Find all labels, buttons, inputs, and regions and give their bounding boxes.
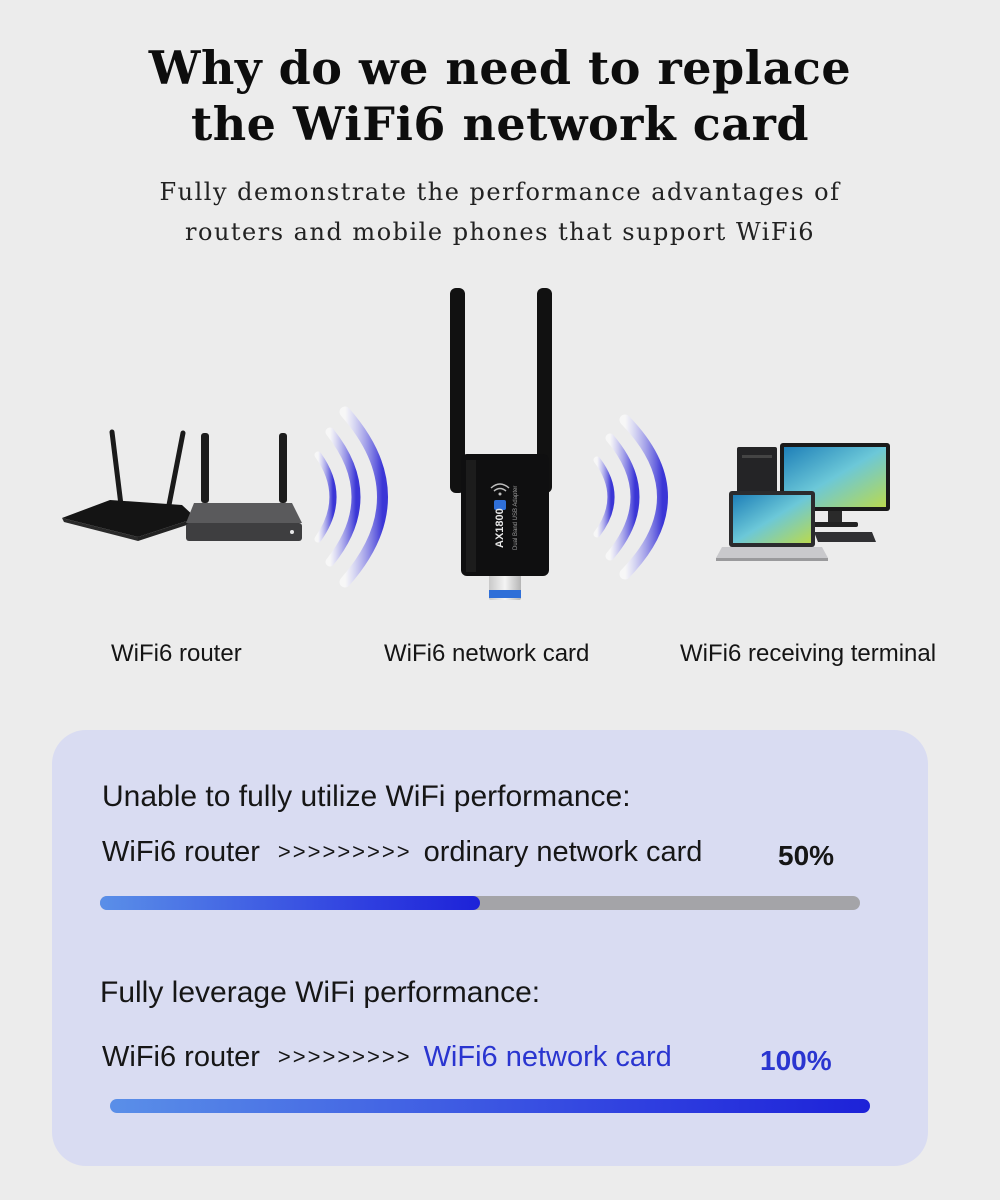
title-line-2: the WiFi6 network card — [190, 97, 810, 151]
receiving-terminal-label: WiFi6 receiving terminal — [680, 640, 937, 667]
page-title: Why do we need to replace the WiFi6 netw… — [0, 40, 1000, 152]
full-row: WiFi6 router >>>>>>>>> WiFi6 network card — [102, 1041, 672, 1074]
full-percent: 100% — [760, 1045, 832, 1076]
limited-target: ordinary network card — [423, 836, 703, 868]
card-model-text: AX1800 — [494, 508, 506, 548]
limited-heading: Unable to fully utilize WiFi performance… — [102, 780, 631, 813]
limited-arrows: >>>>>>>>> — [277, 839, 412, 864]
subtitle-line-2: routers and mobile phones that support W… — [185, 218, 815, 246]
comparison-panel: Unable to fully utilize WiFi performance… — [52, 730, 928, 1166]
router-black-image — [62, 429, 196, 541]
router-grey-image — [186, 433, 302, 541]
limited-row: WiFi6 router >>>>>>>>> ordinary network ca… — [102, 836, 702, 869]
full-target: WiFi6 network card — [423, 1041, 672, 1073]
limited-percent: 50% — [778, 840, 835, 871]
network-card-image: AX1800 Dual Band USB Adapter — [450, 288, 552, 600]
title-line-1: Why do we need to replace — [148, 41, 852, 95]
subtitle-line-1: Fully demonstrate the performance advant… — [159, 178, 841, 206]
limited-progress-fill — [100, 896, 480, 910]
full-progress-fill — [110, 1099, 870, 1113]
card-sub-text: Dual Band USB Adapter — [513, 486, 519, 550]
full-source: WiFi6 router — [102, 1041, 260, 1073]
limited-source: WiFi6 router — [102, 836, 260, 868]
full-heading: Fully leverage WiFi performance: — [100, 976, 541, 1009]
signal-waves-left — [314, 406, 388, 588]
full-progress-track — [110, 1099, 870, 1113]
receiving-terminal-image — [716, 443, 890, 561]
page-subtitle: Fully demonstrate the performance advant… — [0, 172, 1000, 252]
signal-waves-right — [593, 414, 668, 580]
full-arrows: >>>>>>>>> — [277, 1044, 412, 1069]
limited-progress-track — [100, 896, 860, 910]
router-label: WiFi6 router — [111, 640, 242, 667]
device-illustration: AX1800 Dual Band USB Adapter — [62, 288, 890, 600]
network-card-label: WiFi6 network card — [384, 640, 590, 667]
